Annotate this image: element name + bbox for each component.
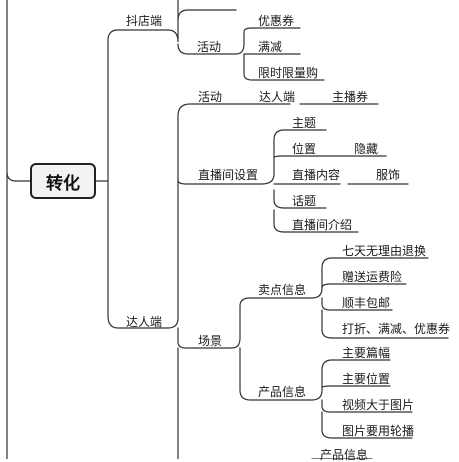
root-node-label: 转化 bbox=[46, 173, 80, 194]
node-live-intro[interactable]: 直播间介绍 bbox=[292, 218, 353, 232]
node-discount[interactable]: 满减 bbox=[258, 40, 283, 54]
node-selling-points[interactable]: 卖点信息 bbox=[258, 283, 307, 297]
node-topic[interactable]: 话题 bbox=[292, 194, 317, 208]
node-product-info-2[interactable]: 产品信息 bbox=[320, 448, 369, 462]
node-main-position[interactable]: 主要位置 bbox=[342, 372, 391, 386]
node-talent[interactable]: 达人端 bbox=[126, 315, 163, 329]
root-node[interactable]: 转化 bbox=[30, 163, 96, 199]
node-talent-small[interactable]: 达人端 bbox=[259, 90, 296, 104]
node-douyin-store[interactable]: 抖店端 bbox=[126, 14, 163, 28]
node-coupon[interactable]: 优惠券 bbox=[258, 14, 295, 28]
node-host-coupon[interactable]: 主播券 bbox=[332, 90, 369, 104]
node-activity-talent[interactable]: 活动 bbox=[198, 90, 223, 104]
node-limited-sale[interactable]: 限时限量购 bbox=[258, 66, 319, 80]
node-scene[interactable]: 场景 bbox=[198, 334, 223, 348]
node-shipping-insurance[interactable]: 赠送运费险 bbox=[342, 270, 403, 284]
node-video-over-image[interactable]: 视频大于图片 bbox=[342, 398, 415, 412]
node-apparel[interactable]: 服饰 bbox=[376, 168, 401, 182]
node-activity-store[interactable]: 活动 bbox=[197, 40, 222, 54]
node-live-content[interactable]: 直播内容 bbox=[292, 168, 341, 182]
node-sf-free-shipping[interactable]: 顺丰包邮 bbox=[342, 296, 391, 310]
node-promotions[interactable]: 打折、满减、优惠券 bbox=[342, 322, 451, 336]
node-product-info[interactable]: 产品信息 bbox=[258, 385, 307, 399]
node-image-carousel[interactable]: 图片要用轮播 bbox=[342, 424, 415, 438]
node-theme[interactable]: 主题 bbox=[292, 116, 317, 130]
node-hidden[interactable]: 隐藏 bbox=[354, 142, 379, 156]
node-seven-day-return[interactable]: 七天无理由退换 bbox=[342, 244, 427, 258]
node-position[interactable]: 位置 bbox=[292, 142, 317, 156]
node-main-space[interactable]: 主要篇幅 bbox=[342, 346, 391, 360]
node-live-settings[interactable]: 直播间设置 bbox=[198, 168, 259, 182]
